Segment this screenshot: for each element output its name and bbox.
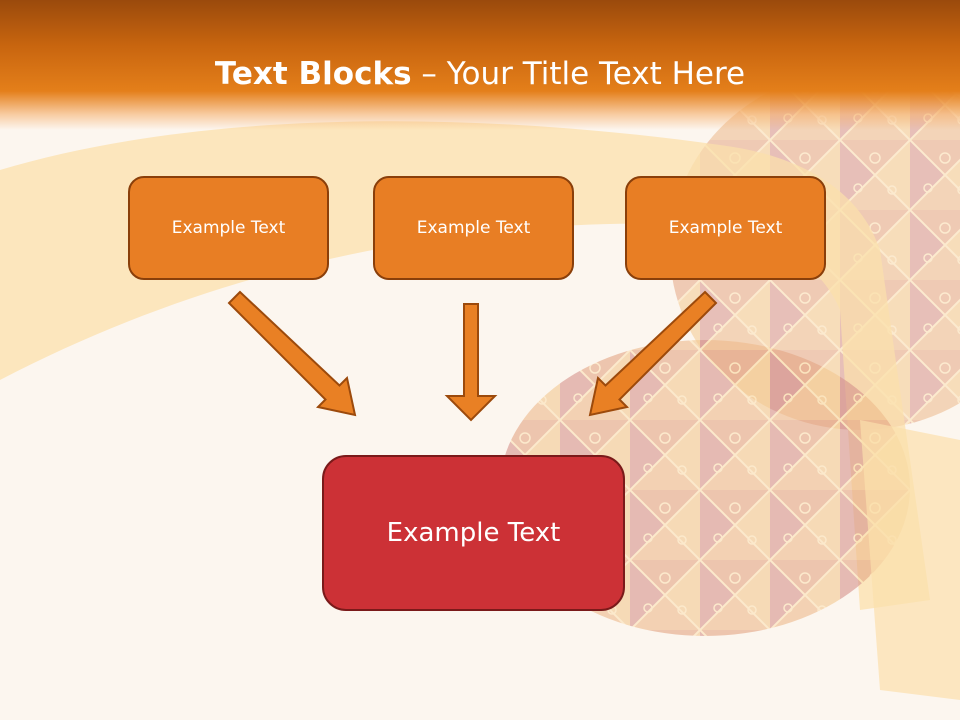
box-top-right-label: Example Text [668,218,783,238]
box-top-center-label: Example Text [416,218,531,238]
box-top-left: Example Text [128,176,329,280]
title-bold: Text Blocks [214,56,412,92]
arrow-right [588,290,718,417]
slide-title: Text Blocks – Your Title Text Here [0,54,960,94]
box-top-right: Example Text [625,176,826,280]
arrow-left [227,290,357,417]
arrow-center [444,303,498,422]
ribbon-front [860,420,960,700]
title-bar [0,0,960,130]
title-rest: – Your Title Text Here [411,56,746,92]
box-bottom-label: Example Text [386,518,561,548]
box-top-center: Example Text [373,176,574,280]
box-bottom: Example Text [322,455,625,611]
box-top-left-label: Example Text [171,218,286,238]
